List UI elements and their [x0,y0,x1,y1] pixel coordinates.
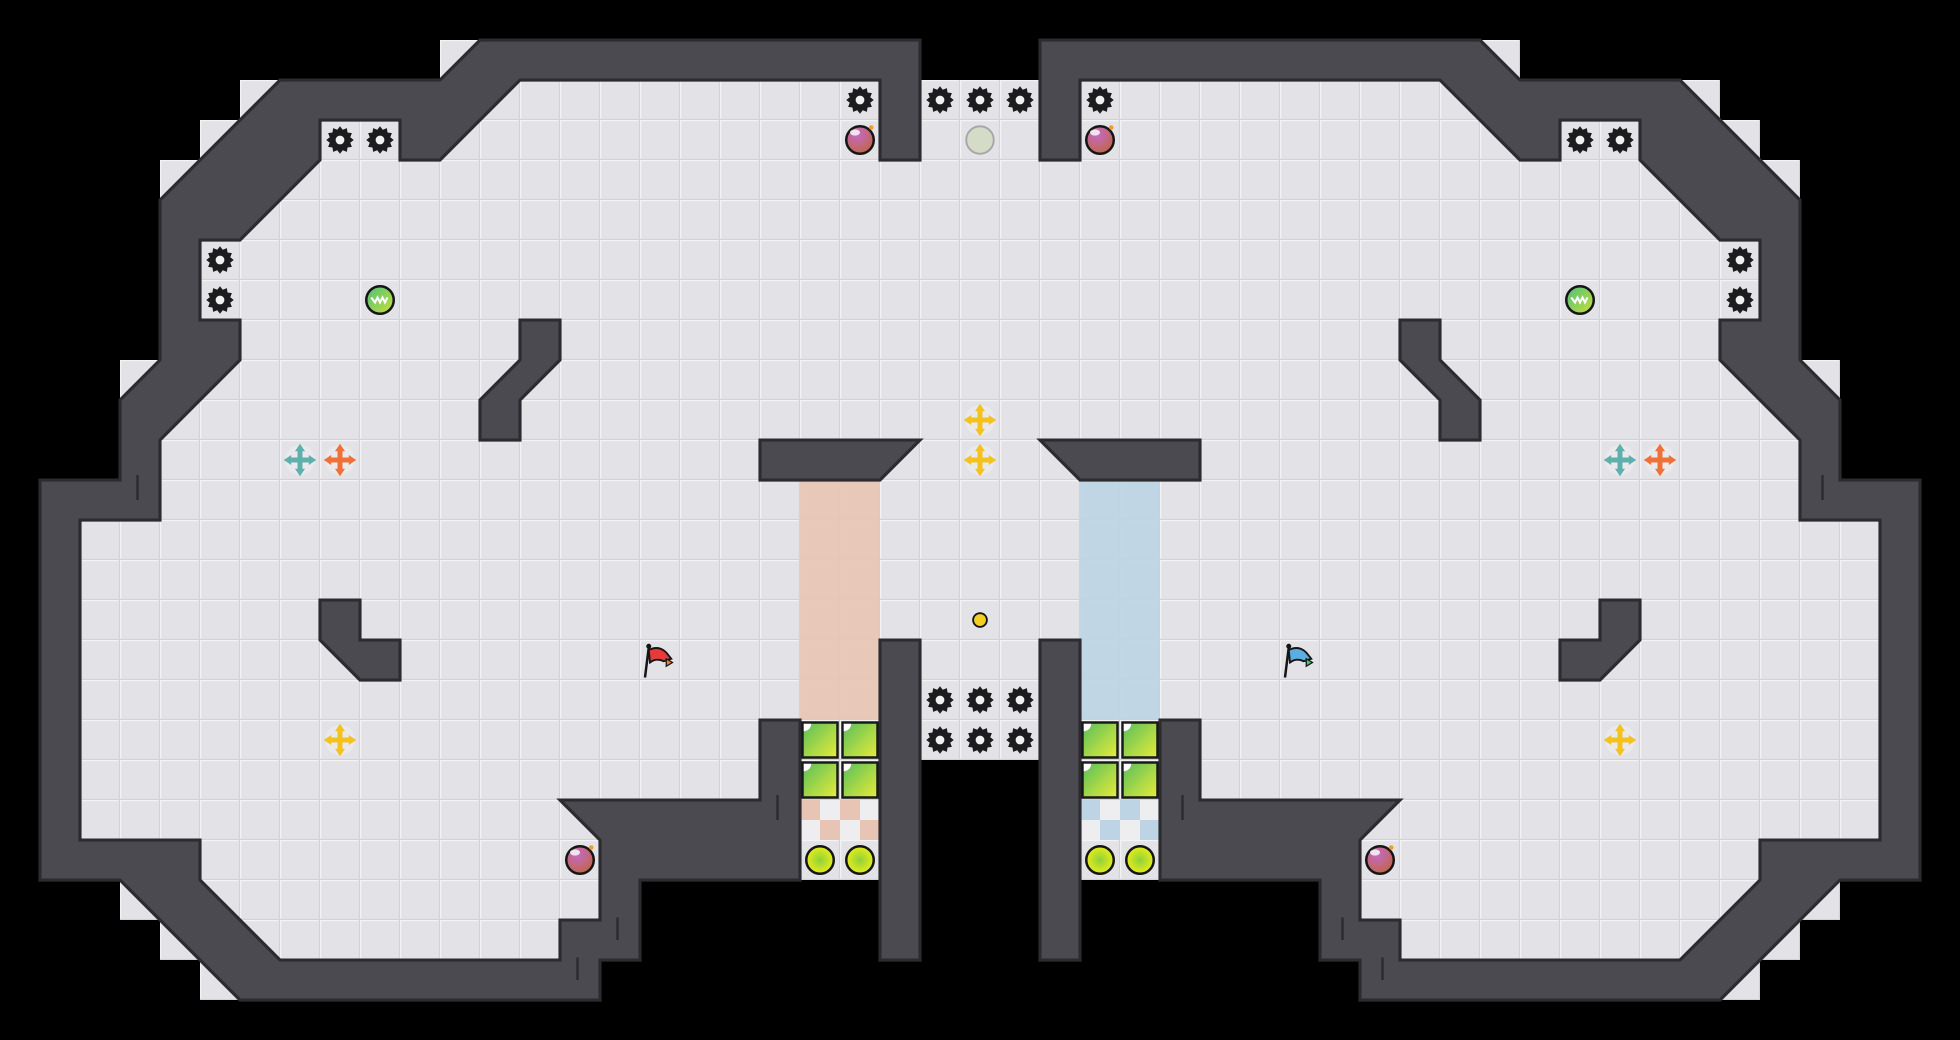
button-icon [845,845,875,875]
spike-icon [1726,286,1754,314]
gate-tile [1121,721,1159,759]
button-icon [1085,845,1115,875]
spike-icon [966,726,994,754]
rolling-bomb-icon [365,285,395,315]
outer-wall-left [38,38,922,1002]
spike-icon [1006,86,1034,114]
blue-flag-icon [1283,643,1314,678]
entities-layer [206,86,1754,875]
shelf-wall-left [758,438,924,482]
spike-icon [926,686,954,714]
corner-wall-right [1558,598,1642,682]
bomb-icon [565,845,595,875]
button-icon [805,845,835,875]
spike-icon [1726,246,1754,274]
diagonal-wall-right [1398,318,1482,442]
spike-icon [1006,686,1034,714]
team-boost-icon [1603,443,1637,477]
spike-icon [966,686,994,714]
red-flag-icon [643,643,674,678]
floor-layer [40,40,1920,1000]
marker-icon [972,612,988,628]
gate-tile [1081,721,1119,759]
button-icon [1125,845,1155,875]
blue-team-zone [1080,480,1160,720]
team-zones-layer [800,480,1160,840]
spike-icon [1606,126,1634,154]
spike-icon [1006,726,1034,754]
spike-icon [206,246,234,274]
spike-icon [926,86,954,114]
red-checker-zone [800,800,880,840]
spike-icon [846,86,874,114]
spike-icon [1566,126,1594,154]
gate-tile [1121,761,1159,799]
boost-icon [1603,723,1637,757]
shelf-wall-right [1036,438,1202,482]
spike-icon [926,726,954,754]
bomb-icon [1085,125,1115,155]
boost-icon [323,723,357,757]
diagonal-wall-left [478,318,562,442]
blue-checker-zone [1080,800,1160,840]
boost-icon [963,403,997,437]
center-wall-left [878,638,922,962]
rolling-bomb-icon [1565,285,1595,315]
spike-icon [1086,86,1114,114]
bomb-icon [845,125,875,155]
center-wall-right [1038,638,1082,962]
spike-icon [206,286,234,314]
bomb-icon [1365,845,1395,875]
spike-icon [326,126,354,154]
team-boost-icon [323,443,357,477]
outer-wall-right [1038,38,1922,1002]
gate-tile [841,761,879,799]
spike-icon [966,86,994,114]
gate-tile [801,761,839,799]
gate-tile [1081,761,1119,799]
spike-icon [366,126,394,154]
team-boost-icon [1643,443,1677,477]
team-boost-icon [283,443,317,477]
red-team-zone [800,480,880,720]
gate-tile [801,721,839,759]
inactive-bomb-icon [965,125,995,155]
walls-layer [38,38,1922,1002]
floor-tiles [40,40,1920,1000]
boost-icon [963,443,997,477]
corner-wall-left [318,598,402,682]
gate-tile [841,721,879,759]
